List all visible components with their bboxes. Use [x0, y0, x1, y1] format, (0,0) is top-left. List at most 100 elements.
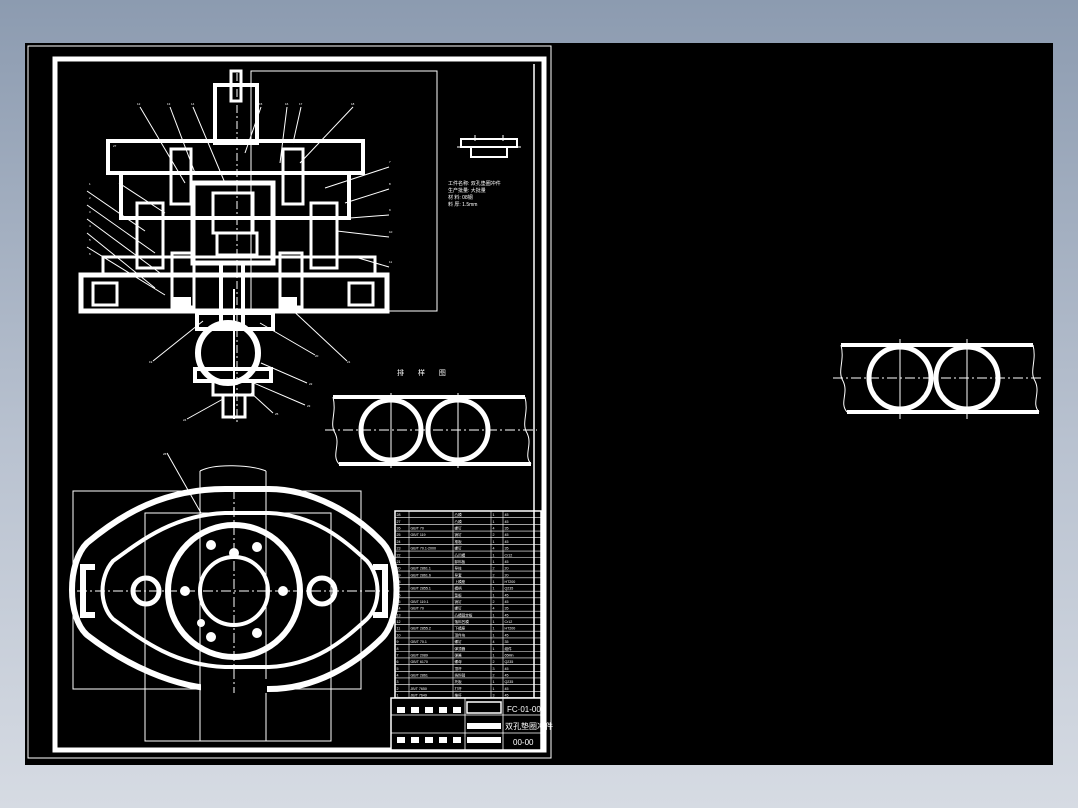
sheet-code: 00-00 [513, 738, 534, 747]
bom-cell: 14 [397, 607, 401, 611]
bom-cell: 23 [397, 547, 401, 551]
bom-cell: 导柱 [455, 566, 463, 571]
bom-cell: HT200 [505, 580, 516, 584]
bom-cell: 凸模固定板 [455, 612, 473, 617]
callout-number: 25 [275, 412, 279, 416]
bom-cell: 45 [505, 687, 509, 691]
bom-cell: 1 [493, 593, 495, 597]
process-notes: 工件名称: 双孔垫圈冲件 生产批量: 大批量 材 料: 08钢 料 厚: 1.5… [448, 180, 501, 208]
callout-number: 22 [309, 382, 313, 386]
bom-cell: 1 [493, 520, 495, 524]
bom-cell: 2 [493, 673, 495, 677]
section-view [78, 69, 438, 514]
note-line-4: 料 厚: 1.5mm [448, 201, 477, 208]
bom-cell: 1 [493, 580, 495, 584]
bom-cell: GB/T 2089 [411, 653, 428, 657]
bom-cell: 5 [397, 667, 399, 671]
bom-cell: 销钉 [455, 599, 463, 604]
bom-cell: 导套 [455, 572, 463, 577]
bom-cell: JB/T 7650 [411, 687, 427, 691]
bom-cell: 1 [493, 540, 495, 544]
bom-cell: 顶件块 [455, 632, 466, 637]
bom-cell: 45 [505, 667, 509, 671]
bom-cell: 2 [493, 533, 495, 537]
callout-number: 5 [89, 238, 91, 242]
bom-cell: Cr12 [505, 553, 513, 557]
bom-cell: 凸模 [455, 512, 463, 517]
bom-cell: 45 [505, 540, 509, 544]
title-block: FC·01-00 双孔垫圈冲件 00-00 [390, 697, 553, 751]
sheet-border [27, 45, 552, 759]
bom-cell: 1 [493, 560, 495, 564]
bom-cell: 35 [505, 527, 509, 531]
callout-number: 7 [389, 160, 391, 164]
bom-cell: 2 [493, 600, 495, 604]
bom-cell: 弹顶器 [455, 646, 466, 651]
bom-cell: 卸料板 [455, 559, 466, 564]
bom-cell: Q235 [505, 660, 514, 664]
bom-cell: 45 [505, 560, 509, 564]
bom-cell: 1 [493, 633, 495, 637]
callout-number: 14 [191, 102, 195, 106]
strip-layout-heading: 排 样 图 [397, 368, 452, 377]
bom-cell: 1 [493, 627, 495, 631]
callout-number: 21 [347, 360, 351, 364]
bom-cell: 上模座 [455, 579, 466, 584]
modelspace-strip-layout[interactable] [833, 339, 1043, 419]
bom-cell: 6 [397, 660, 399, 664]
drawing-title: 双孔垫圈冲件 [505, 721, 553, 731]
bom-cell: 35 [505, 547, 509, 551]
bom-cell: 25 [397, 533, 401, 537]
bom-cell: Cr12 [505, 620, 513, 624]
callout-number: 9 [389, 208, 391, 212]
bom-cell: 27 [397, 520, 401, 524]
bom-cell: 3 [493, 667, 495, 671]
bom-cell: Q235 [505, 680, 514, 684]
bom-cell: 35 [505, 640, 509, 644]
bom-cell: 65Mn [505, 653, 514, 657]
callout-number: 28 [125, 272, 129, 276]
bom-cell: 45 [505, 673, 509, 677]
bom-cell: 19 [397, 573, 401, 577]
bom-cell: GB/T 70.1-2000 [411, 547, 437, 551]
bom-cell: 45 [505, 513, 509, 517]
note-line-3: 材 料: 08钢 [448, 194, 473, 201]
bom-cell: 45 [505, 694, 509, 698]
bom-cell: 1 [493, 587, 495, 591]
bom-cell: 4 [493, 547, 495, 551]
callout-number: 8 [389, 182, 391, 186]
bom-cell: 4 [493, 607, 495, 611]
bom-cell: 1 [493, 620, 495, 624]
strip-layout [325, 393, 537, 468]
bom-cell: 顶杆 [455, 666, 463, 671]
bom-cell: 21 [397, 560, 401, 564]
bom-cell: 45 [505, 600, 509, 604]
bom-cell: 螺母 [455, 659, 463, 664]
bom-cell: 45 [505, 613, 509, 617]
bom-cell: 打杆 [455, 686, 463, 691]
callout-number: 2 [89, 196, 91, 200]
drawing-number: FC·01-00 [507, 705, 541, 714]
bom-cell: 4 [397, 673, 399, 677]
bom-cell: 1 [493, 647, 495, 651]
bom-cell: GB/T 70 [411, 607, 424, 611]
bom-cell: 20 [397, 567, 401, 571]
note-line-1: 工件名称: 双孔垫圈冲件 [448, 180, 501, 187]
bom-cell: 18 [397, 580, 401, 584]
callout-number: 6 [89, 252, 91, 256]
bom-cell: 11 [397, 627, 401, 631]
bom-cell: 垫板 [455, 592, 463, 597]
callout-number: 16 [285, 102, 289, 106]
bom-cell: GB/T 2855.2 [411, 627, 431, 631]
bom-cell: 挡料销 [455, 672, 466, 677]
bom-cell: 组件 [505, 646, 513, 651]
bom-cell: GB/T 70 [411, 527, 424, 531]
bom-cell: 下模座 [455, 626, 466, 631]
bom-cell: 推板 [455, 539, 463, 544]
bom-cell: JB/T 7649 [411, 694, 427, 698]
note-line-2: 生产批量: 大批量 [448, 187, 486, 194]
bom-cell: 1 [493, 653, 495, 657]
